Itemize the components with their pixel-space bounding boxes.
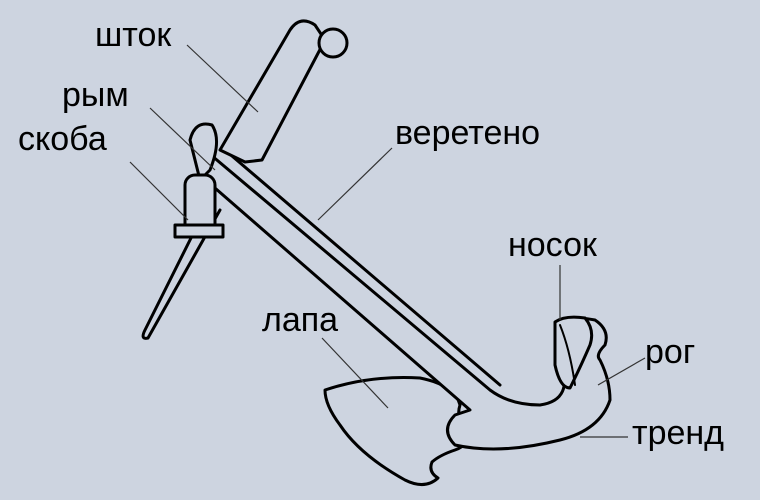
label-stock: шток [95,16,172,54]
stock-ball [317,27,349,59]
shackle-pin [173,223,225,239]
label-bill: носок [508,226,597,264]
stock-upper [218,19,327,164]
label-crown: тренд [632,414,725,452]
label-ring: рым [62,76,129,114]
label-arm: рог [645,333,696,371]
label-shank: веретено [395,114,541,152]
label-shackle: скоба [18,120,107,158]
shank-shape [198,148,612,451]
label-fluke: лапа [262,301,339,339]
ring-shape [188,122,218,182]
